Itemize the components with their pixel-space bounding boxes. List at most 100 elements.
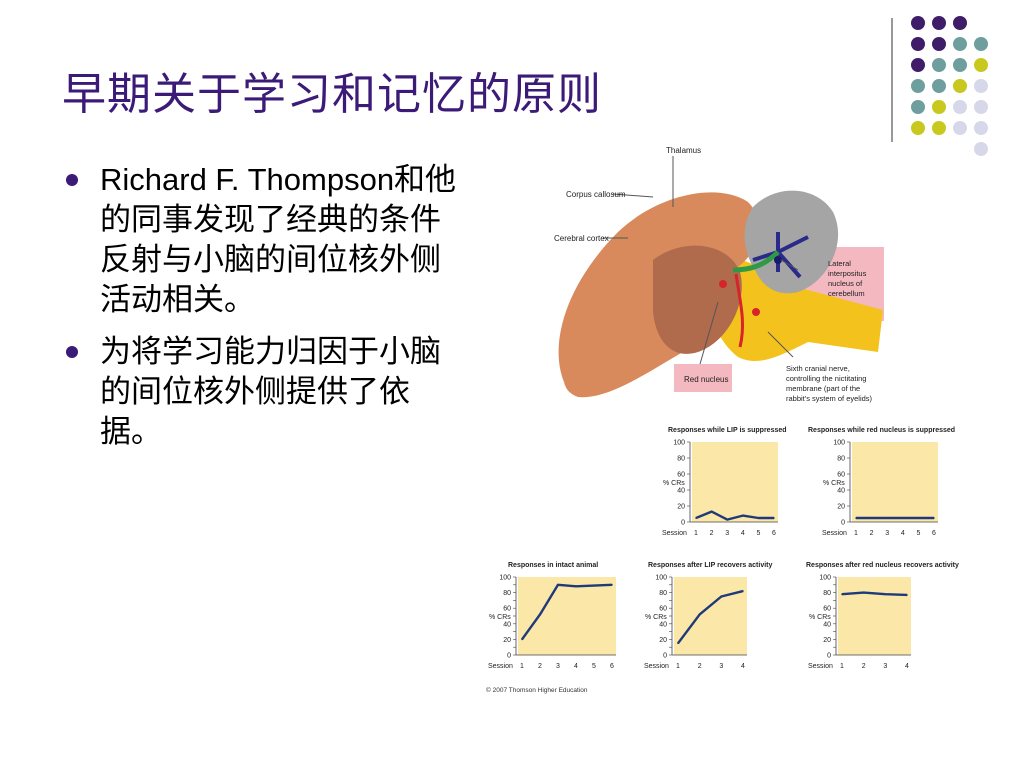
data-point xyxy=(557,584,559,586)
label-sixth-nerve-3: membrane (part of the xyxy=(786,384,860,393)
red-nucleus-highlight xyxy=(674,364,732,392)
callout-line xyxy=(767,331,794,358)
data-point xyxy=(884,593,887,595)
brainstem-shape xyxy=(707,257,883,362)
y-tick-label: 0 xyxy=(663,653,667,660)
series-line xyxy=(677,589,744,645)
title-vertical-rule xyxy=(891,18,893,144)
plot-area xyxy=(852,442,938,522)
decor-dot xyxy=(911,58,925,72)
data-point xyxy=(773,517,775,519)
bullet-item: 为将学习能力归因于小脑的间位核外侧提供了依据。 xyxy=(58,332,458,452)
data-point xyxy=(933,517,935,519)
decor-dot xyxy=(974,79,988,93)
x-tick-label: 1 xyxy=(676,663,680,670)
decor-dot xyxy=(932,37,946,51)
y-axis-label: % CRs xyxy=(809,614,831,621)
y-tick-label: 100 xyxy=(673,440,685,447)
y-tick-label: 100 xyxy=(655,575,667,582)
x-tick-label: 4 xyxy=(905,663,909,670)
slide-title: 早期关于学习和记忆的原则 xyxy=(62,69,602,120)
x-axis-label: Session xyxy=(662,530,687,537)
data-point xyxy=(695,517,697,519)
decor-dot xyxy=(911,16,925,30)
y-tick-label: 20 xyxy=(659,637,667,644)
chart-1: Responses while LIP is suppressed0204060… xyxy=(662,427,787,537)
y-tick-label: 100 xyxy=(833,440,845,447)
data-point xyxy=(855,517,857,519)
red-pathway xyxy=(734,273,745,348)
y-tick-label: 60 xyxy=(677,472,685,479)
label-sixth-nerve-4: rabbit's system of eyelids) xyxy=(786,394,873,403)
plot-area xyxy=(838,577,911,655)
y-tick-label: 40 xyxy=(677,488,685,495)
x-tick-label: 2 xyxy=(538,663,542,670)
x-tick-label: 2 xyxy=(698,663,702,670)
decor-dot xyxy=(953,121,967,135)
label-lateral-interpositus-3: nucleus of xyxy=(828,279,863,288)
data-point xyxy=(886,517,888,519)
y-tick-label: 60 xyxy=(659,606,667,613)
x-tick-label: 5 xyxy=(916,530,920,537)
chart-5: Responses after red nucleus recovers act… xyxy=(806,562,959,670)
plot-area xyxy=(518,577,616,655)
decor-dot xyxy=(932,100,946,114)
y-axis-label: % CRs xyxy=(823,480,845,487)
bullet-dot-icon xyxy=(66,174,78,186)
y-tick-label: 20 xyxy=(503,637,511,644)
decor-dot xyxy=(953,16,967,30)
data-point xyxy=(917,517,920,519)
x-tick-label: 3 xyxy=(719,663,723,670)
data-point xyxy=(841,593,843,595)
x-tick-label: 1 xyxy=(854,530,858,537)
thalamus-shape xyxy=(653,245,742,354)
y-tick-label: 20 xyxy=(677,504,685,511)
data-point xyxy=(720,595,723,598)
callout-line xyxy=(612,193,654,198)
decorative-dot-grid xyxy=(911,16,988,156)
y-tick-label: 100 xyxy=(819,575,831,582)
data-point xyxy=(906,594,908,596)
label-lateral-interpositus-2: interpositus xyxy=(828,269,867,278)
x-tick-label: 5 xyxy=(756,530,760,537)
y-tick-label: 0 xyxy=(827,653,831,660)
cerebellum-shape xyxy=(744,190,839,294)
y-tick-label: 80 xyxy=(503,590,511,597)
data-point xyxy=(710,510,713,513)
bullet-text: Richard F. Thompson和他的同事发现了经典的条件反射与小脑的间位… xyxy=(100,162,457,317)
decor-dot xyxy=(932,79,946,93)
data-point xyxy=(698,613,701,616)
label-sixth-nerve-1: Sixth cranial nerve, xyxy=(786,364,850,373)
data-point xyxy=(611,584,613,586)
label-red-nucleus: Red nucleus xyxy=(684,375,728,384)
decor-dot xyxy=(911,79,925,93)
decor-dot xyxy=(911,100,925,114)
callout-line xyxy=(699,301,719,365)
x-tick-label: 5 xyxy=(592,663,596,670)
data-point xyxy=(902,517,904,519)
x-tick-label: 6 xyxy=(932,530,936,537)
x-tick-label: 4 xyxy=(741,530,745,537)
chart-title: Responses in intact animal xyxy=(508,562,598,569)
y-tick-label: 80 xyxy=(823,590,831,597)
x-tick-label: 1 xyxy=(840,663,844,670)
chart-title: Responses after red nucleus recovers act… xyxy=(806,562,959,569)
x-tick-label: 4 xyxy=(901,530,905,537)
data-point xyxy=(539,613,541,616)
y-tick-label: 60 xyxy=(503,606,511,613)
series-line xyxy=(521,583,613,641)
chart-title: Responses while LIP is suppressed xyxy=(668,427,787,434)
decor-dot xyxy=(953,100,967,114)
y-axis-label: % CRs xyxy=(489,614,511,621)
charts-group: Responses while LIP is suppressed0204060… xyxy=(488,427,959,670)
data-point xyxy=(757,517,760,519)
sixth-nerve-node xyxy=(719,280,727,288)
red-nucleus-node xyxy=(752,308,760,316)
decor-dot xyxy=(932,121,946,135)
decor-dot xyxy=(974,142,988,156)
y-tick-label: 40 xyxy=(503,621,511,628)
y-tick-label: 100 xyxy=(499,575,511,582)
decor-dot xyxy=(911,121,925,135)
y-tick-label: 80 xyxy=(659,590,667,597)
x-tick-label: 3 xyxy=(883,663,887,670)
